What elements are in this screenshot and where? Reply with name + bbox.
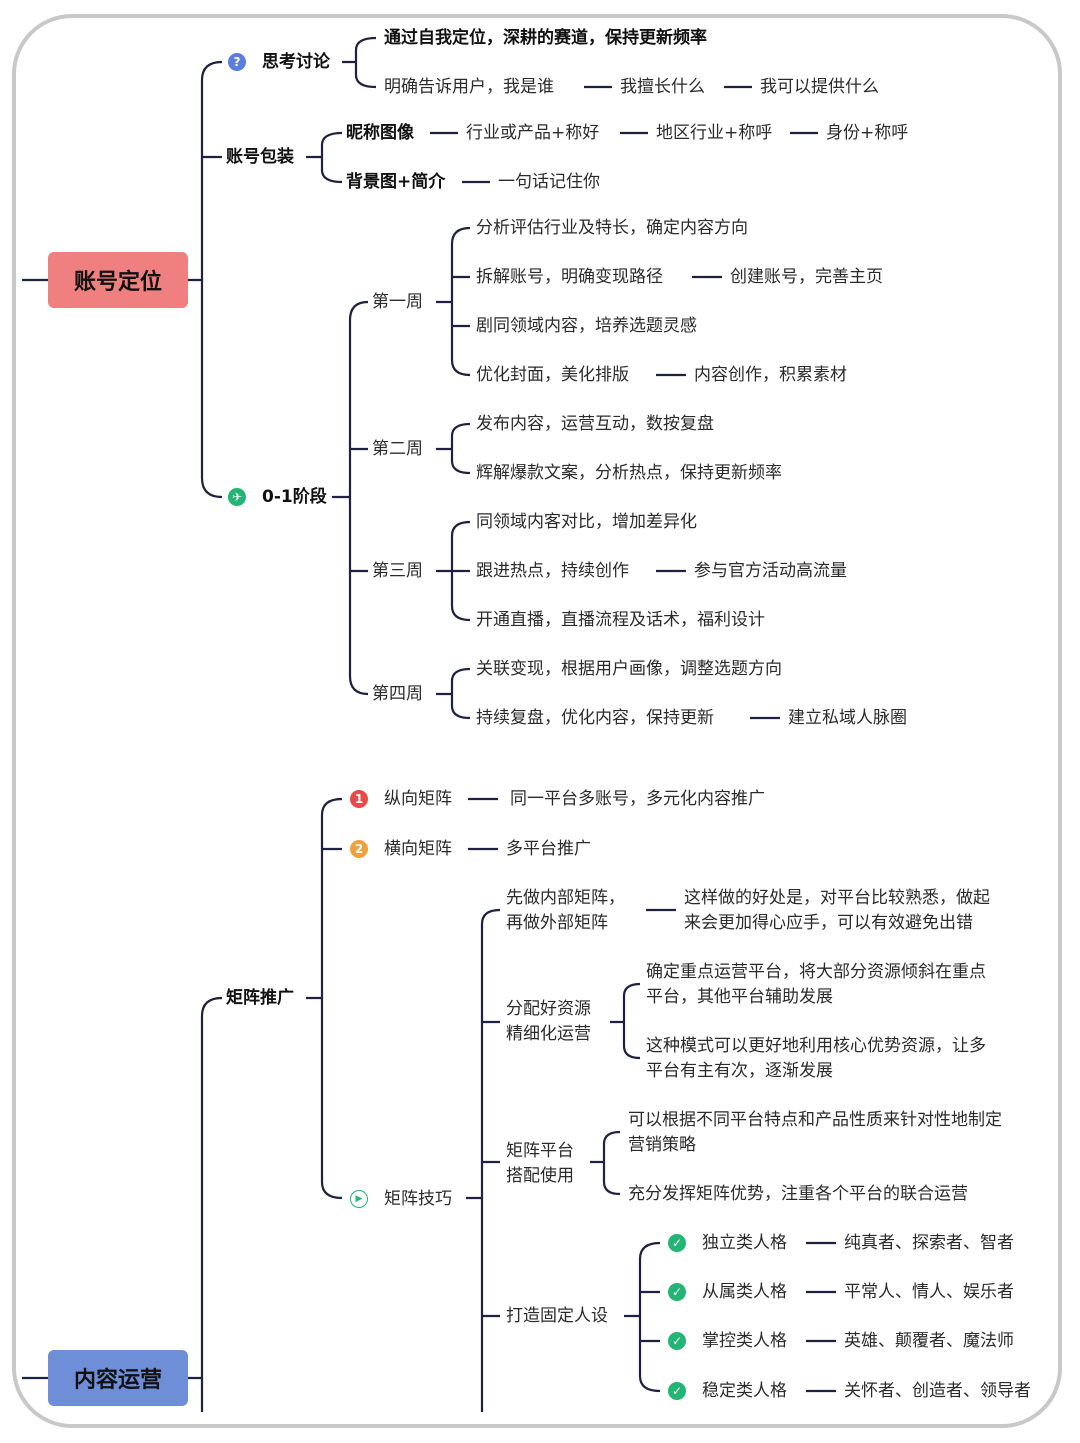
check-icon: ✓ xyxy=(668,1283,686,1301)
runner-icon: ✈ xyxy=(228,488,246,506)
skill3-a-1: 可以根据不同平台特点和产品性质来针对性地制定 xyxy=(628,1110,1002,1130)
node-think-who: 明确告诉用户，我是谁 xyxy=(384,77,554,97)
skill1-label-2: 再做外部矩阵 xyxy=(506,913,608,933)
check-icon: ✓ xyxy=(668,1382,686,1400)
root-node-account-positioning: 账号定位 xyxy=(48,252,188,308)
persona-4-text: 关怀者、创造者、领导者 xyxy=(844,1381,1031,1401)
node-week-1: 第一周 xyxy=(372,292,423,312)
persona-4-label: 稳定类人格 xyxy=(702,1381,787,1401)
week1-item-1: 分析评估行业及特长，确定内容方向 xyxy=(476,218,748,238)
skill3-label-1: 矩阵平台 xyxy=(506,1141,574,1161)
week3-item-2b: 参与官方活动高流量 xyxy=(694,561,847,581)
skill4-label: 打造固定人设 xyxy=(506,1306,608,1326)
skill2-b-2: 平台有主有次，逐渐发展 xyxy=(646,1061,833,1081)
node-vertical-matrix: 纵向矩阵 xyxy=(384,789,452,809)
skill2-label-1: 分配好资源 xyxy=(506,999,591,1019)
persona-1-label: 独立类人格 xyxy=(702,1233,787,1253)
week2-item-1: 发布内容，运营互动，数按复盘 xyxy=(476,414,714,434)
frame-border xyxy=(12,14,1062,1428)
week1-item-2b: 创建账号，完善主页 xyxy=(730,267,883,287)
node-stage: 0-1阶段 xyxy=(262,487,327,507)
node-think-offer: 我可以提供什么 xyxy=(760,77,879,97)
check-icon: ✓ xyxy=(668,1332,686,1350)
week1-item-2: 拆解账号，明确变现路径 xyxy=(476,267,663,287)
skill2-a-1: 确定重点运营平台，将大部分资源倾斜在重点 xyxy=(646,962,986,982)
skill3-label-2: 搭配使用 xyxy=(506,1166,574,1186)
week4-item-2b: 建立私域人脉圈 xyxy=(788,708,907,728)
node-week-2: 第二周 xyxy=(372,439,423,459)
node-matrix: 矩阵推广 xyxy=(226,988,294,1008)
horizontal-matrix-text: 多平台推广 xyxy=(506,839,591,859)
week3-item-2: 跟进热点，持续创作 xyxy=(476,561,629,581)
week4-item-2: 持续复盘，优化内容，保持更新 xyxy=(476,708,714,728)
week1-item-3: 剧同领域内容，培养选题灵感 xyxy=(476,316,697,336)
node-week-3: 第三周 xyxy=(372,561,423,581)
badge-1-icon: 1 xyxy=(350,790,368,808)
node-think: 思考讨论 xyxy=(262,52,330,72)
week1-item-4: 优化封面，美化排版 xyxy=(476,365,629,385)
week1-item-4b: 内容创作，积累素材 xyxy=(694,365,847,385)
node-think-skill: 我擅长什么 xyxy=(620,77,705,97)
badge-2-icon: 2 xyxy=(350,840,368,858)
skill2-b-1: 这种模式可以更好地利用核心优势资源，让多 xyxy=(646,1036,986,1056)
play-icon: ▶ xyxy=(350,1190,368,1208)
check-icon: ✓ xyxy=(668,1234,686,1252)
node-nick: 昵称图像 xyxy=(346,123,414,143)
skill1-text-1: 这样做的好处是，对平台比较熟悉，做起 xyxy=(684,888,990,908)
node-pack: 账号包装 xyxy=(226,147,294,167)
skill1-text-2: 来会更加得心应手，可以有效避免出错 xyxy=(684,913,973,933)
node-horizontal-matrix: 横向矩阵 xyxy=(384,839,452,859)
week4-item-1: 关联变现，根据用户画像，调整选题方向 xyxy=(476,659,782,679)
node-nick-3: 身份+称呼 xyxy=(826,123,909,143)
persona-3-label: 掌控类人格 xyxy=(702,1331,787,1351)
skill3-a-2: 营销策略 xyxy=(628,1135,696,1155)
week2-item-2: 辉解爆款文案，分析热点，保持更新频率 xyxy=(476,463,782,483)
node-bg-1: 一句话记住你 xyxy=(498,172,600,192)
skill2-label-2: 精细化运营 xyxy=(506,1024,591,1044)
skill2-a-2: 平台，其他平台辅助发展 xyxy=(646,987,833,1007)
persona-3-text: 英雄、颠覆者、魔法师 xyxy=(844,1331,1014,1351)
node-nick-2: 地区行业+称呼 xyxy=(656,123,773,143)
skill3-b: 充分发挥矩阵优势，注重各个平台的联合运营 xyxy=(628,1184,968,1204)
question-icon: ? xyxy=(228,53,246,71)
node-week-4: 第四周 xyxy=(372,684,423,704)
skill1-label-1: 先做内部矩阵， xyxy=(506,888,625,908)
root-node-content-operations: 内容运营 xyxy=(48,1350,188,1406)
node-bg: 背景图+简介 xyxy=(346,172,446,192)
vertical-matrix-text: 同一平台多账号，多元化内容推广 xyxy=(510,789,765,809)
week3-item-1: 同领域内客对比，增加差异化 xyxy=(476,512,697,532)
week3-item-3: 开通直播，直播流程及话术，福利设计 xyxy=(476,610,765,630)
node-think-line1: 通过自我定位，深耕的赛道，保持更新频率 xyxy=(384,28,707,48)
node-nick-1: 行业或产品+称好 xyxy=(466,123,600,143)
persona-2-label: 从属类人格 xyxy=(702,1282,787,1302)
node-skills: 矩阵技巧 xyxy=(384,1189,452,1209)
persona-2-text: 平常人、情人、娱乐者 xyxy=(844,1282,1014,1302)
persona-1-text: 纯真者、探索者、智者 xyxy=(844,1233,1014,1253)
